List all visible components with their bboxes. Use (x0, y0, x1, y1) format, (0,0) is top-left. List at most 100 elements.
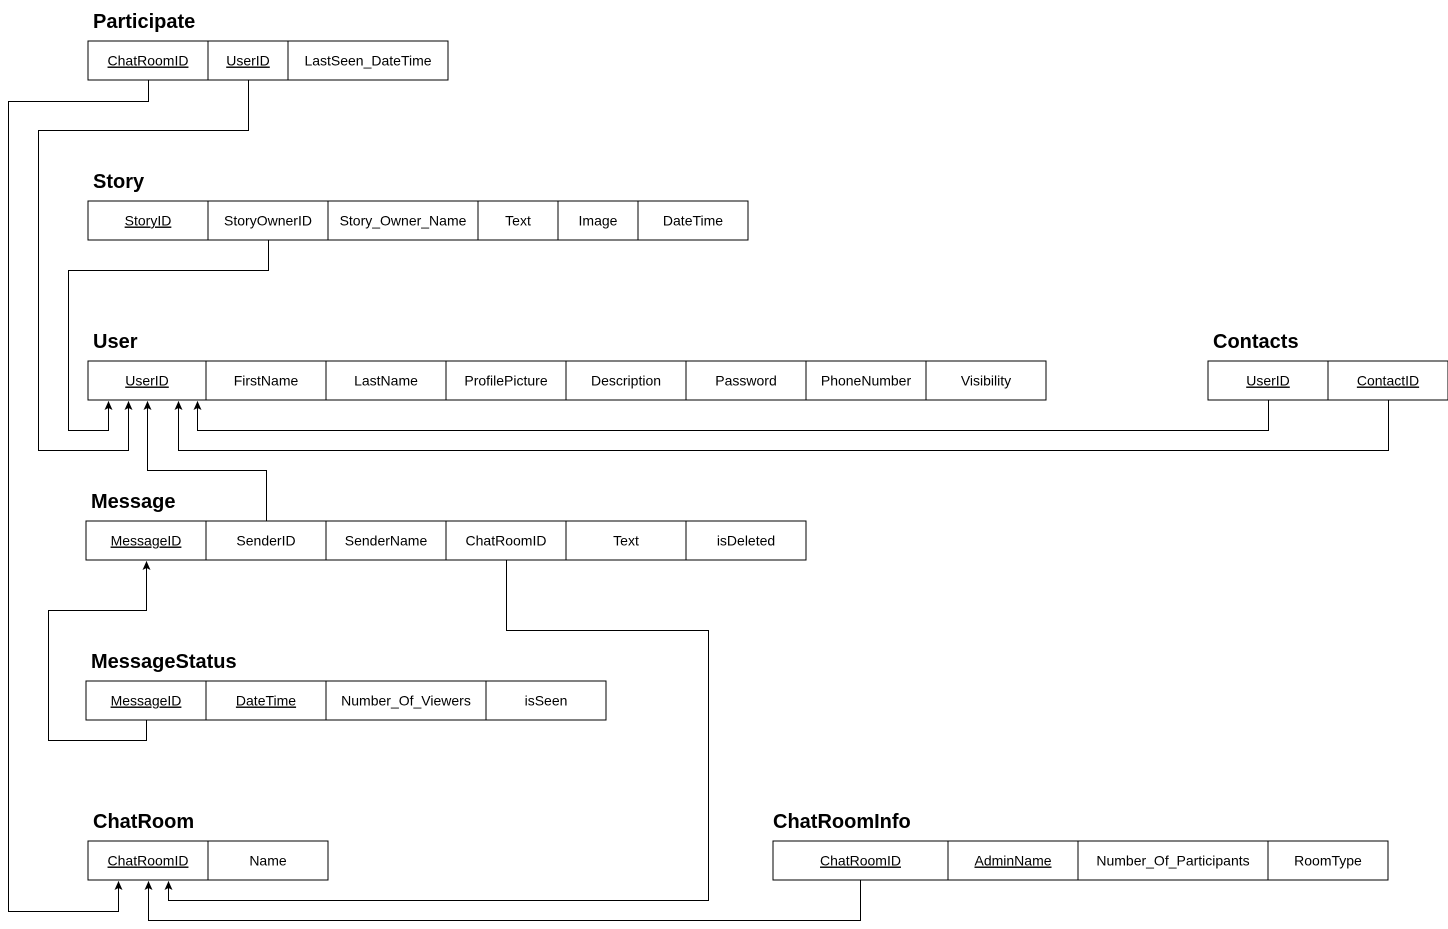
connector-line (8, 80, 149, 912)
edge-contacts-contactid-to-user (174, 400, 1389, 451)
edge-contacts-userid-to-user (193, 400, 1269, 431)
table-title-participate: Participate (93, 11, 195, 33)
field-message-messageid: MessageID (85, 520, 207, 561)
arrowhead-icon (124, 401, 133, 410)
table-title-chatroom: ChatRoom (93, 811, 194, 833)
arrowhead-icon (142, 561, 151, 570)
field-label: DateTime (236, 693, 296, 709)
field-user-visibility: Visibility (925, 360, 1047, 401)
arrowhead-icon (164, 881, 173, 890)
field-story-story-owner-name: Story_Owner_Name (327, 200, 479, 241)
field-cell (685, 360, 807, 401)
edge-message-senderid-to-user (143, 401, 267, 522)
edge-messagestatus-messageid-to-message (48, 561, 151, 741)
edge-story-ownerid-to-user (68, 240, 269, 431)
field-label: ChatRoomID (820, 853, 901, 869)
table-title-message: Message (91, 491, 176, 513)
field-label: isDeleted (717, 533, 775, 549)
field-cell (565, 520, 687, 561)
field-cell (327, 200, 479, 241)
field-message-text: Text (565, 520, 687, 561)
field-story-image: Image (557, 200, 639, 241)
field-cell (445, 360, 567, 401)
field-story-datetime: DateTime (637, 200, 749, 241)
field-cell (805, 360, 927, 401)
field-label: Description (591, 373, 661, 389)
field-label: ContactID (1357, 373, 1419, 389)
field-cell (287, 40, 449, 81)
connector-line (197, 400, 1269, 431)
field-label: Password (715, 373, 776, 389)
arrowhead-icon (143, 401, 152, 410)
field-cell (1207, 360, 1329, 401)
field-label: Text (613, 533, 639, 549)
arrowhead-icon (114, 881, 123, 890)
field-label: MessageID (111, 693, 182, 709)
field-label: AdminName (974, 853, 1051, 869)
field-label: UserID (226, 53, 270, 69)
edge-chatroominfo-chatroomid-to-chatroom (144, 880, 861, 921)
field-cell (445, 520, 567, 561)
field-label: ChatRoomID (108, 853, 189, 869)
field-participate-userid: UserID (207, 40, 289, 81)
field-messagestatus-messageid: MessageID (85, 680, 207, 721)
field-label: Number_Of_Viewers (341, 693, 471, 709)
field-cell (85, 680, 207, 721)
field-contacts-userid: UserID (1207, 360, 1329, 401)
field-story-text: Text (477, 200, 559, 241)
field-message-chatroomid: ChatRoomID (445, 520, 567, 561)
connector-line (38, 80, 249, 451)
connector-line (178, 400, 1389, 451)
field-user-password: Password (685, 360, 807, 401)
arrowhead-icon (174, 401, 183, 410)
field-chatroominfo-adminname: AdminName (947, 840, 1079, 881)
field-label: UserID (125, 373, 169, 389)
field-label: Number_Of_Participants (1096, 853, 1249, 869)
field-cell (637, 200, 749, 241)
field-label: LastName (354, 373, 418, 389)
field-cell (207, 840, 329, 881)
field-cell (1077, 840, 1269, 881)
field-user-firstname: FirstName (205, 360, 327, 401)
field-user-userid: UserID (87, 360, 207, 401)
field-cell (485, 680, 607, 721)
field-cell (205, 520, 327, 561)
field-cell (1327, 360, 1448, 401)
table-title-story: Story (93, 171, 145, 193)
field-messagestatus-number-of-viewers: Number_Of_Viewers (325, 680, 487, 721)
field-contacts-contactid: ContactID (1327, 360, 1448, 401)
field-user-phonenumber: PhoneNumber (805, 360, 927, 401)
field-chatroom-name: Name (207, 840, 329, 881)
field-message-sendername: SenderName (325, 520, 447, 561)
field-chatroom-chatroomid: ChatRoomID (87, 840, 209, 881)
field-cell (685, 520, 807, 561)
field-cell (85, 520, 207, 561)
field-cell (557, 200, 639, 241)
field-label: StoryID (125, 213, 172, 229)
field-label: Text (505, 213, 531, 229)
field-message-senderid: SenderID (205, 520, 327, 561)
field-chatroominfo-roomtype: RoomType (1267, 840, 1389, 881)
field-cell (87, 360, 207, 401)
field-cell (87, 840, 209, 881)
field-label: ChatRoomID (108, 53, 189, 69)
field-label: RoomType (1294, 853, 1362, 869)
connector-line (148, 880, 861, 921)
table-title-chatroominfo: ChatRoomInfo (773, 811, 911, 833)
connector-line (48, 561, 147, 741)
field-label: DateTime (663, 213, 723, 229)
field-label: isSeen (525, 693, 568, 709)
field-cell (207, 40, 289, 81)
field-user-description: Description (565, 360, 687, 401)
field-messagestatus-isseen: isSeen (485, 680, 607, 721)
field-cell (1267, 840, 1389, 881)
field-user-profilepicture: ProfilePicture (445, 360, 567, 401)
table-title-user: User (93, 331, 138, 353)
field-participate-chatroomid: ChatRoomID (87, 40, 209, 81)
relationship-lines (8, 80, 1389, 921)
